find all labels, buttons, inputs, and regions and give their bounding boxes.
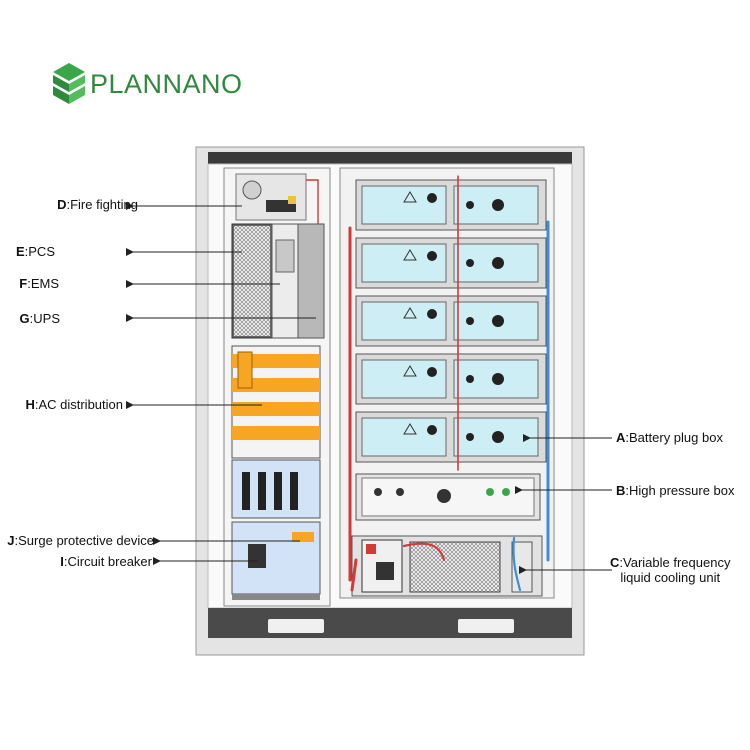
callout-lines-left bbox=[126, 202, 316, 565]
left-compartment bbox=[223, 167, 331, 607]
plannano-logo-icon bbox=[53, 63, 85, 104]
label-battery-plug-box: A:Battery plug box bbox=[616, 430, 723, 445]
label-high-pressure-box: B:High pressure box bbox=[616, 483, 735, 498]
right-compartment bbox=[339, 167, 555, 599]
label-ems: F:EMS bbox=[19, 276, 59, 291]
label-ac-distribution: H:AC distribution bbox=[25, 397, 123, 412]
label-fire-fighting: D:Fire fighting bbox=[57, 197, 138, 212]
label-pcs: E:PCS bbox=[15, 244, 55, 259]
brand-name: PLANNANO bbox=[90, 68, 243, 99]
callout-lines-right bbox=[515, 434, 612, 574]
label-circuit-breaker: I:Circuit breaker bbox=[60, 554, 152, 569]
brand-logo: PLANNANO bbox=[52, 62, 243, 106]
label-ups: G:UPS bbox=[19, 311, 60, 326]
label-cooling-unit-line2: liquid cooling unit bbox=[620, 570, 721, 585]
label-surge-protective-device: J:Surge protective device bbox=[7, 533, 154, 548]
battery-modules bbox=[355, 179, 547, 463]
